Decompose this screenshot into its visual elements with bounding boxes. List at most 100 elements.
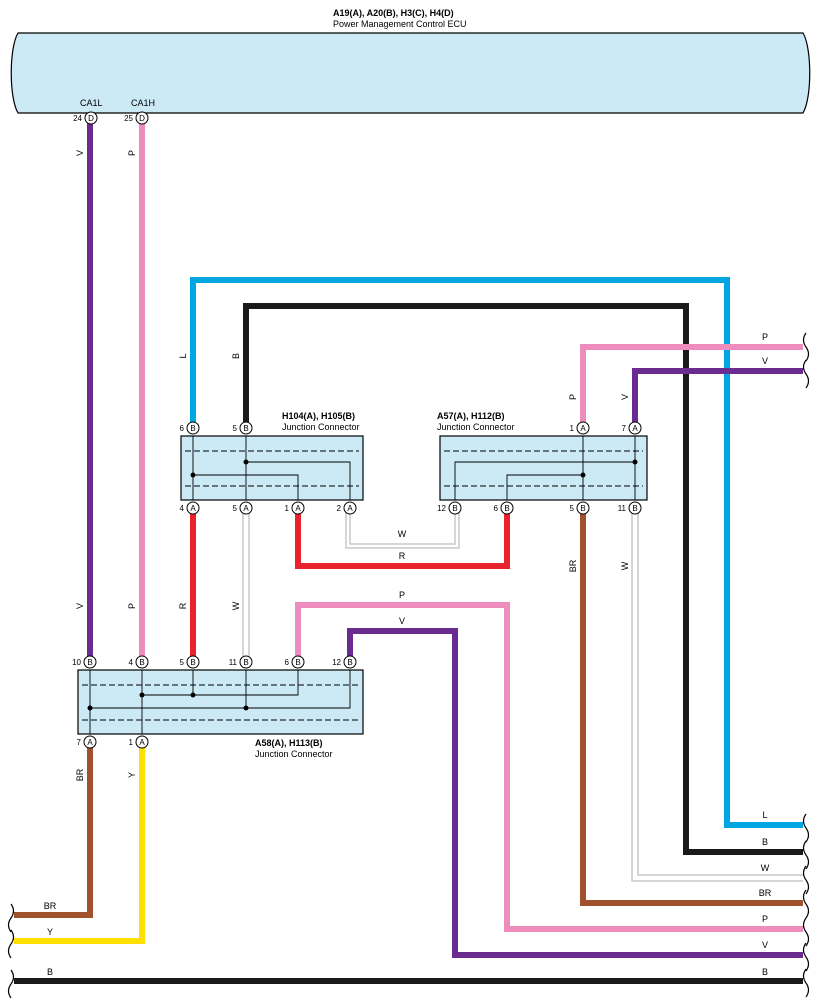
j2-pin-11b: B 11 bbox=[618, 501, 642, 515]
pin-number: 4 bbox=[129, 658, 134, 667]
pin-letter: B bbox=[87, 658, 92, 667]
wire-w-j1-j2 bbox=[349, 508, 456, 545]
label-p-j2: P bbox=[568, 394, 578, 400]
ecu-box bbox=[10, 32, 811, 114]
j3-pin-6b: B 6 bbox=[285, 655, 305, 669]
label-r-j3: R bbox=[178, 602, 188, 609]
ecu-pin-24: D 24 bbox=[73, 111, 98, 125]
j3-pin-4b: B 4 bbox=[129, 655, 149, 669]
j1-pin-6b: B 6 bbox=[180, 421, 200, 435]
wire-y-j3 bbox=[14, 742, 145, 944]
pin-number: 4 bbox=[180, 504, 185, 513]
pin-number: 12 bbox=[437, 504, 446, 513]
pin-letter: A bbox=[347, 504, 353, 513]
j2-connector-list: A57(A), H112(B) bbox=[437, 411, 505, 421]
label-p-top-right: P bbox=[762, 332, 768, 342]
pin-letter: B bbox=[504, 504, 509, 513]
pin-letter: B bbox=[580, 504, 585, 513]
label-v-top-right: V bbox=[762, 356, 768, 366]
j2-name: Junction Connector bbox=[437, 422, 515, 432]
label-l-right: L bbox=[762, 810, 767, 820]
pin-number: 24 bbox=[73, 114, 82, 123]
pin-number: 6 bbox=[285, 658, 290, 667]
label-v-loop: V bbox=[399, 616, 405, 626]
label-br-right: BR bbox=[759, 888, 772, 898]
j3-pin-5b: B 5 bbox=[180, 655, 200, 669]
pin-number: 11 bbox=[618, 504, 627, 513]
pin-number: 2 bbox=[337, 504, 342, 513]
label-b-bottom-right: B bbox=[762, 967, 768, 977]
pin-number: 7 bbox=[77, 738, 82, 747]
pin-letter: A bbox=[243, 504, 249, 513]
pin-letter: B bbox=[632, 504, 637, 513]
wire-p-j2 bbox=[580, 344, 803, 428]
pin-letter: B bbox=[295, 658, 300, 667]
j1-pin-5a: A 5 bbox=[233, 501, 253, 515]
pin-letter: A bbox=[87, 738, 93, 747]
j1-pin-1a: A 1 bbox=[285, 501, 305, 515]
label-b-bottom-left: B bbox=[47, 967, 53, 977]
wire-labels: V P L B P V BR W V P R W BR Y P V W R P … bbox=[44, 150, 772, 977]
j1-pin-5b: B 5 bbox=[233, 421, 253, 435]
pin-number: 10 bbox=[72, 658, 81, 667]
label-b-right: B bbox=[762, 837, 768, 847]
pin-letter: B bbox=[190, 658, 195, 667]
pin-number: 11 bbox=[229, 658, 238, 667]
pin-number: 5 bbox=[570, 504, 575, 513]
pin-number: 6 bbox=[494, 504, 499, 513]
wire-v-loop bbox=[347, 628, 803, 958]
pin-letter: D bbox=[88, 114, 94, 123]
j3-name: Junction Connector bbox=[255, 749, 333, 759]
label-p-right: P bbox=[762, 914, 768, 924]
pin-number: 5 bbox=[180, 658, 185, 667]
wire-r-j1-j2 bbox=[295, 508, 510, 569]
ecu-pin-ca1h-signal: CA1H bbox=[131, 98, 155, 108]
j2-pin-1a: A 1 bbox=[570, 421, 590, 435]
label-b-j1: B bbox=[231, 353, 241, 359]
ecu-connector-list: A19(A), A20(B), H3(C), H4(D) bbox=[333, 8, 454, 18]
pin-circles: D 24 D 25 B 6 B 5 A 4 A 5 bbox=[72, 111, 642, 749]
wire-v-j2 bbox=[632, 368, 803, 428]
label-br-j3: BR bbox=[75, 768, 85, 781]
j1-name: Junction Connector bbox=[282, 422, 360, 432]
label-w-j3: W bbox=[231, 601, 241, 610]
j3-pin-7a: A 7 bbox=[77, 735, 97, 749]
ecu-pin-25: D 25 bbox=[124, 111, 149, 125]
j3-pin-1a: A 1 bbox=[129, 735, 149, 749]
label-p-ca1h: P bbox=[127, 150, 137, 156]
pin-letter: A bbox=[139, 738, 145, 747]
j2-pin-7a: A 7 bbox=[622, 421, 642, 435]
pin-letter: B bbox=[347, 658, 352, 667]
label-w-right: W bbox=[761, 863, 770, 873]
label-v-ca1l: V bbox=[75, 150, 85, 156]
label-l-j1: L bbox=[178, 353, 188, 358]
label-br-bottom-left: BR bbox=[44, 901, 57, 911]
j3-pin-11b: B 11 bbox=[229, 655, 253, 669]
label-r-j1-j2: R bbox=[399, 551, 406, 561]
junction-j1: H104(A), H105(B) Junction Connector bbox=[180, 411, 364, 501]
pin-letter: A bbox=[632, 424, 638, 433]
j2-pin-12b: B 12 bbox=[437, 501, 462, 515]
pin-number: 5 bbox=[233, 424, 238, 433]
pin-number: 25 bbox=[124, 114, 133, 123]
wire-w-j2 bbox=[631, 508, 803, 882]
label-y-j3: Y bbox=[127, 772, 137, 778]
junction-j3: A58(A), H113(B) Junction Connector bbox=[77, 669, 364, 759]
pin-letter: A bbox=[295, 504, 301, 513]
pin-number: 7 bbox=[622, 424, 627, 433]
j1-connector-list: H104(A), H105(B) bbox=[282, 411, 355, 421]
wire-br-j2 bbox=[580, 508, 803, 906]
pin-number: 1 bbox=[285, 504, 290, 513]
break-marks bbox=[7, 332, 810, 999]
j3-pin-10b: B 10 bbox=[72, 655, 97, 669]
label-v-j3: V bbox=[75, 603, 85, 609]
label-p-loop: P bbox=[399, 590, 405, 600]
pin-letter: B bbox=[190, 424, 195, 433]
wire-w-j1-j2-inner bbox=[345, 508, 460, 549]
j1-pin-4a: A 4 bbox=[180, 501, 200, 515]
label-v-j2: V bbox=[620, 394, 630, 400]
j2-pin-5b: B 5 bbox=[570, 501, 590, 515]
label-br-j2: BR bbox=[568, 559, 578, 572]
label-w-j2: W bbox=[620, 561, 630, 570]
